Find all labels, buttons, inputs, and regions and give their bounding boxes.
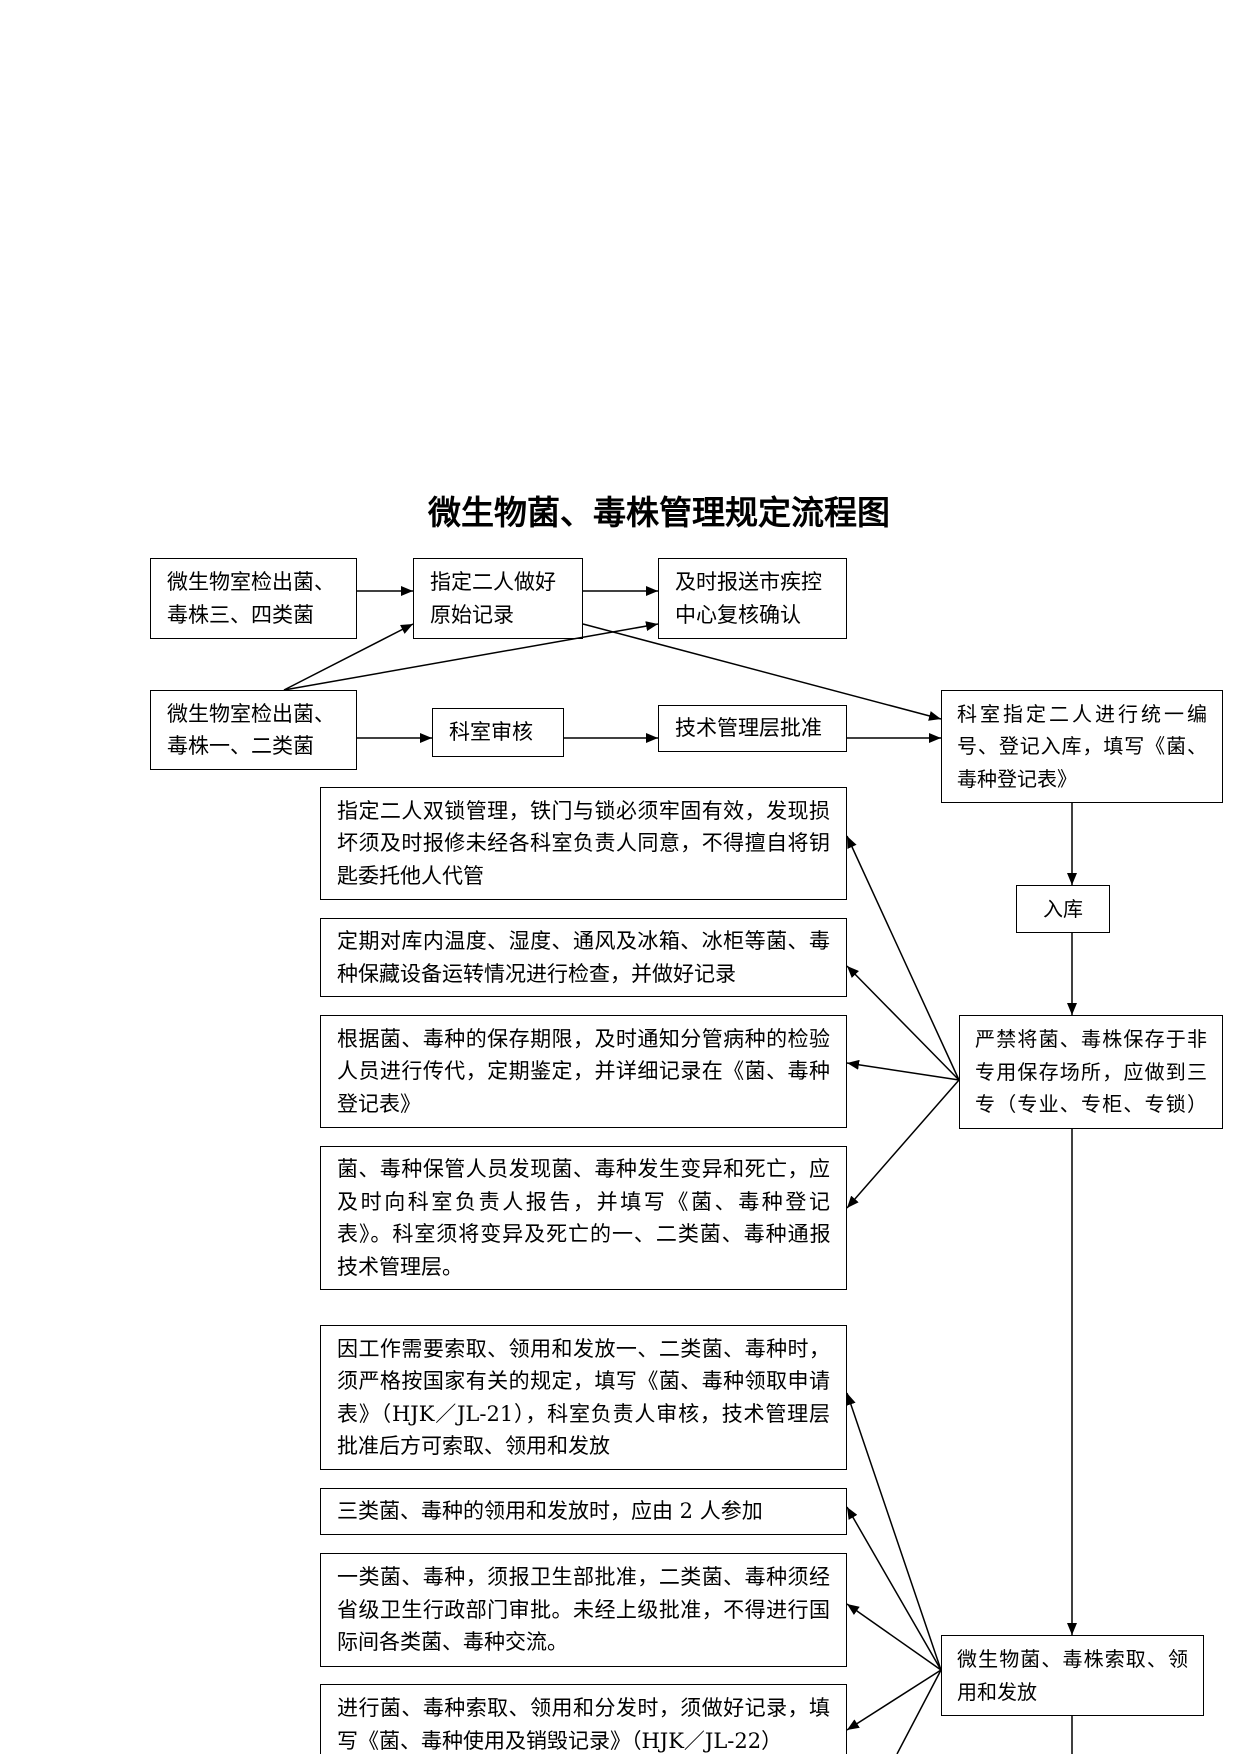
box-usage-record: 进行菌、毒种索取、领用和分发时，须做好记录，填 写《菌、毒种使用及销毁记录》（H… xyxy=(320,1684,847,1754)
box-text-line: 登记表》 xyxy=(337,1091,421,1116)
box-text-line: 坏须及时报修未经各科室负责人同意，不得擅自将钥 xyxy=(337,831,830,856)
box-text-line: 因工作需要索取、领用和发放一、二类菌、毒种时， xyxy=(337,1336,830,1361)
box-text-line: 中心复核确认 xyxy=(675,602,801,627)
box-detect-class-3-4: 微生物室检出菌、 毒株三、四类菌 xyxy=(150,558,357,639)
box-text-line: 省级卫生行政部门审批。未经上级批准，不得进行国 xyxy=(337,1597,830,1622)
box-text-line: 表》。科室须将变异及死亡的一、二类菌、毒种通报 xyxy=(337,1222,831,1246)
box-storage-rules: 严禁将菌、毒株保存于非 专用保存场所，应做到三 专（专业、专柜、专锁） xyxy=(959,1015,1223,1129)
arrow-rules-to-inspection xyxy=(846,965,960,1081)
box-text-line: 毒株三、四类菌 xyxy=(167,602,314,627)
page-title: 微生物菌、毒株管理规定流程图 xyxy=(428,493,890,532)
box-text-line: 人员进行传代，定期鉴定，并详细记录在《菌、毒种 xyxy=(337,1059,830,1084)
arrow-request-issue-to-request-12 xyxy=(846,1392,942,1671)
box-text-line: 毒株一、二类菌 xyxy=(167,734,314,758)
box-text-line: 入库 xyxy=(1043,896,1083,921)
arrow-request-issue-to-approval-rules xyxy=(846,1603,942,1671)
box-text-line: 微生物室检出菌、 xyxy=(167,701,335,726)
box-text-line: 技术管理层。 xyxy=(337,1254,463,1279)
arrow-request-issue-to-usage-record xyxy=(846,1669,942,1731)
box-class3-issue: 三类菌、毒种的领用和发放时，应由 2 人参加 xyxy=(320,1488,847,1535)
arrow-request-issue-to-class3 xyxy=(846,1506,942,1671)
box-text-line: 号、登记入库，填写《菌、 xyxy=(957,734,1207,759)
box-text-line: 及时报送市疾控 xyxy=(675,570,822,594)
box-variation-report: 菌、毒种保管人员发现菌、毒种发生变异和死亡，应 及时向科室负责人报告，并填写《菌… xyxy=(320,1146,847,1290)
box-text-line: 技术管理层批准 xyxy=(675,716,822,741)
box-text-line: 毒种登记表》 xyxy=(957,766,1077,791)
arrow-rules-to-variation-report xyxy=(846,1079,960,1209)
box-inspection: 定期对库内温度、湿度、通风及冰箱、冰柜等菌、毒 种保藏设备运转情况进行检查，并做… xyxy=(320,918,847,997)
box-text-line: 定期对库内温度、湿度、通风及冰箱、冰柜等菌、毒 xyxy=(337,929,830,953)
box-text-line: 一类菌、毒种，须报卫生部批准，二类菌、毒种须经 xyxy=(337,1565,830,1590)
arrow-rules-to-double-lock xyxy=(846,835,960,1081)
box-dept-review: 科室审核 xyxy=(432,708,564,757)
box-text-line: 表》（HJK／JL-21），科室负责人审核，技术管理层 xyxy=(337,1401,830,1426)
box-text-line: 专用保存场所，应做到三 xyxy=(975,1059,1207,1084)
box-double-lock: 指定二人双锁管理，铁门与锁必须牢固有效，发现损 坏须及时报修未经各科室负责人同意… xyxy=(320,787,847,900)
box-text-line: 须严格按国家有关的规定，填写《菌、毒种领取申请 xyxy=(337,1369,830,1393)
box-text-line: 专（专业、专柜、专锁） xyxy=(975,1092,1207,1117)
box-text-line: 指定二人做好 xyxy=(430,570,556,594)
box-text-line: 际间各类菌、毒种交流。 xyxy=(337,1630,568,1655)
box-text-line: 原始记录 xyxy=(430,602,514,627)
box-text-line: 进行菌、毒种索取、领用和分发时，须做好记录，填 xyxy=(337,1696,830,1720)
box-text-line: 及时向科室负责人报告，并填写《菌、毒种登记 xyxy=(337,1189,830,1214)
box-text-line: 写《菌、毒种使用及销毁记录》（HJK／JL-22） xyxy=(337,1728,783,1753)
box-cdc-review: 及时报送市疾控 中心复核确认 xyxy=(658,558,847,639)
box-text-line: 微生物室检出菌、 xyxy=(167,570,335,594)
connector-request-issue-down-left xyxy=(896,1669,942,1754)
box-detect-class-1-2: 微生物室检出菌、 毒株一、二类菌 xyxy=(150,690,357,770)
box-text-line: 科室审核 xyxy=(449,720,533,745)
box-request-class-1-2: 因工作需要索取、领用和发放一、二类菌、毒种时， 须严格按国家有关的规定，填写《菌… xyxy=(320,1325,847,1470)
box-text-line: 根据菌、毒种的保存期限，及时通知分管病种的检验 xyxy=(337,1026,830,1051)
box-tech-approval: 技术管理层批准 xyxy=(658,705,847,752)
box-request-issue: 微生物菌、毒株索取、领 用和发放 xyxy=(941,1635,1204,1716)
box-text-line: 种保藏设备运转情况进行检查，并做好记录 xyxy=(337,961,736,986)
box-original-record: 指定二人做好 原始记录 xyxy=(413,558,583,639)
box-approval-rules: 一类菌、毒种，须报卫生部批准，二类菌、毒种须经 省级卫生行政部门审批。未经上级批… xyxy=(320,1553,847,1667)
box-text-line: 批准后方可索取、领用和发放 xyxy=(337,1434,610,1458)
box-text-line: 菌、毒种保管人员发现菌、毒种发生变异和死亡，应 xyxy=(337,1157,830,1181)
box-register: 科室指定二人进行统一编 号、登记入库，填写《菌、 毒种登记表》 xyxy=(941,690,1223,803)
box-text-line: 用和发放 xyxy=(957,1679,1037,1704)
box-text-line: 科室指定二人进行统一编 xyxy=(957,701,1207,726)
box-subculture: 根据菌、毒种的保存期限，及时通知分管病种的检验 人员进行传代，定期鉴定，并详细记… xyxy=(320,1015,847,1128)
box-text-line: 三类菌、毒种的领用和发放时，应由 2 人参加 xyxy=(337,1499,763,1524)
box-text-line: 匙委托他人代管 xyxy=(337,863,484,888)
box-text-line: 指定二人双锁管理，铁门与锁必须牢固有效，发现损 xyxy=(337,798,830,823)
box-storage: 入库 xyxy=(1016,885,1110,933)
box-text-line: 微生物菌、毒株索取、领 xyxy=(957,1647,1188,1671)
box-text-line: 严禁将菌、毒株保存于非 xyxy=(975,1027,1207,1052)
arrow-rules-to-subculture xyxy=(846,1059,960,1081)
